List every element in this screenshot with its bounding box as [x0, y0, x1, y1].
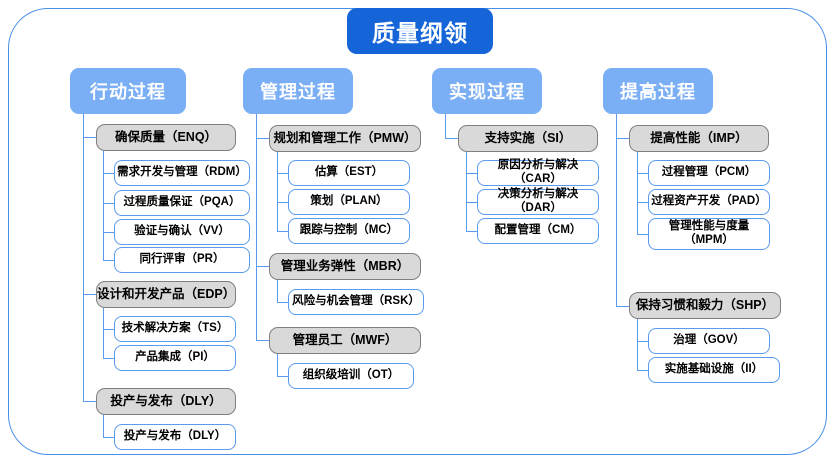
leaf-box-0-0-1[interactable]: 过程质量保证（PQA）: [114, 190, 250, 216]
connector-2-0-2: [466, 231, 478, 233]
leaf-box-0-1-0[interactable]: 技术解决方案（TS）: [114, 316, 236, 342]
trunk-line-col3: [616, 114, 618, 306]
leaf-box-0-1-1[interactable]: 产品集成（PI）: [114, 345, 236, 371]
branch-line-3-1: [637, 319, 639, 371]
group-box-1-1[interactable]: 管理业务弹性（MBR）: [269, 253, 421, 280]
branch-line-0-2: [103, 415, 105, 438]
connector-3-0-2: [637, 234, 649, 236]
trunk-line-col0: [83, 114, 85, 401]
connector-2-0-0: [466, 173, 478, 175]
connector-0-0-2: [103, 232, 115, 234]
group-box-1-0[interactable]: 规划和管理工作（PMW）: [269, 125, 421, 152]
connector-col0-group2: [83, 401, 97, 403]
trunk-line-col1: [256, 114, 258, 340]
group-box-2-0[interactable]: 支持实施（SI）: [458, 125, 598, 152]
connector-0-0-0: [103, 173, 115, 175]
column-header-2[interactable]: 实现过程: [432, 68, 542, 114]
connector-col3-group0: [616, 138, 630, 140]
group-box-0-2[interactable]: 投产与发布（DLY）: [96, 388, 236, 415]
connector-1-0-1: [277, 202, 289, 204]
group-box-1-2[interactable]: 管理员工（MWF）: [269, 327, 421, 354]
branch-line-0-0: [103, 151, 105, 260]
connector-0-0-1: [103, 203, 115, 205]
connector-0-2-0: [103, 437, 115, 439]
leaf-box-3-1-1[interactable]: 实施基础设施（II）: [648, 357, 780, 383]
root-title-box: 质量纲领: [347, 8, 493, 54]
column-header-3[interactable]: 提高过程: [603, 68, 713, 114]
leaf-box-1-0-2[interactable]: 跟踪与控制（MC）: [288, 218, 410, 244]
branch-line-3-0: [637, 152, 639, 235]
connector-1-1-0: [277, 302, 289, 304]
branch-line-0-1: [103, 308, 105, 359]
connector-3-0-0: [637, 173, 649, 175]
connector-col3-group1: [616, 306, 630, 308]
connector-1-0-0: [277, 173, 289, 175]
connector-2-0-1: [466, 202, 478, 204]
leaf-box-0-0-0[interactable]: 需求开发与管理（RDM）: [114, 160, 250, 186]
leaf-box-1-0-0[interactable]: 估算（EST）: [288, 160, 410, 186]
branch-line-1-0: [277, 152, 279, 232]
leaf-box-2-0-2[interactable]: 配置管理（CM）: [477, 218, 599, 244]
connector-3-1-0: [637, 341, 649, 343]
group-box-3-0[interactable]: 提高性能（IMP）: [629, 125, 769, 152]
branch-line-2-0: [466, 152, 468, 232]
column-header-0[interactable]: 行动过程: [70, 68, 186, 114]
leaf-box-2-0-1[interactable]: 决策分析与解决（DAR）: [477, 188, 599, 215]
branch-line-1-1: [277, 280, 279, 303]
leaf-box-1-0-1[interactable]: 策划（PLAN）: [288, 189, 410, 215]
connector-col0-group0: [83, 137, 97, 139]
group-box-0-1[interactable]: 设计和开发产品（EDP）: [96, 281, 236, 308]
connector-col1-group0: [256, 138, 270, 140]
leaf-box-0-2-0[interactable]: 投产与发布（DLY）: [114, 424, 236, 450]
leaf-box-3-1-0[interactable]: 治理（GOV）: [648, 328, 770, 354]
leaf-box-3-0-0[interactable]: 过程管理（PCM）: [648, 160, 770, 186]
connector-0-0-3: [103, 260, 115, 262]
leaf-box-3-0-2[interactable]: 管理性能与度量 （MPM）: [648, 218, 770, 250]
leaf-box-2-0-0[interactable]: 原因分析与解决（CAR）: [477, 159, 599, 186]
group-box-3-1[interactable]: 保持习惯和毅力（SHP）: [629, 292, 781, 319]
column-header-1[interactable]: 管理过程: [243, 68, 353, 114]
connector-0-1-1: [103, 358, 115, 360]
group-box-0-0[interactable]: 确保质量（ENQ）: [96, 124, 236, 151]
connector-col1-group1: [256, 266, 270, 268]
leaf-box-1-1-0[interactable]: 风险与机会管理（RSK）: [288, 289, 424, 315]
connector-col1-group2: [256, 340, 270, 342]
leaf-box-1-2-0[interactable]: 组织级培训（OT）: [288, 363, 414, 389]
leaf-box-0-0-2[interactable]: 验证与确认（VV）: [114, 219, 250, 245]
branch-line-1-2: [277, 354, 279, 377]
connector-1-2-0: [277, 376, 289, 378]
connector-1-0-2: [277, 231, 289, 233]
leaf-box-3-0-1[interactable]: 过程资产开发（PAD）: [648, 189, 770, 215]
trunk-line-col2: [445, 114, 447, 139]
leaf-box-0-0-3[interactable]: 同行评审（PR）: [114, 247, 250, 273]
connector-col2-group0: [445, 138, 459, 140]
connector-0-1-0: [103, 329, 115, 331]
connector-col0-group1: [83, 294, 97, 296]
connector-3-1-1: [637, 370, 649, 372]
connector-3-0-1: [637, 202, 649, 204]
